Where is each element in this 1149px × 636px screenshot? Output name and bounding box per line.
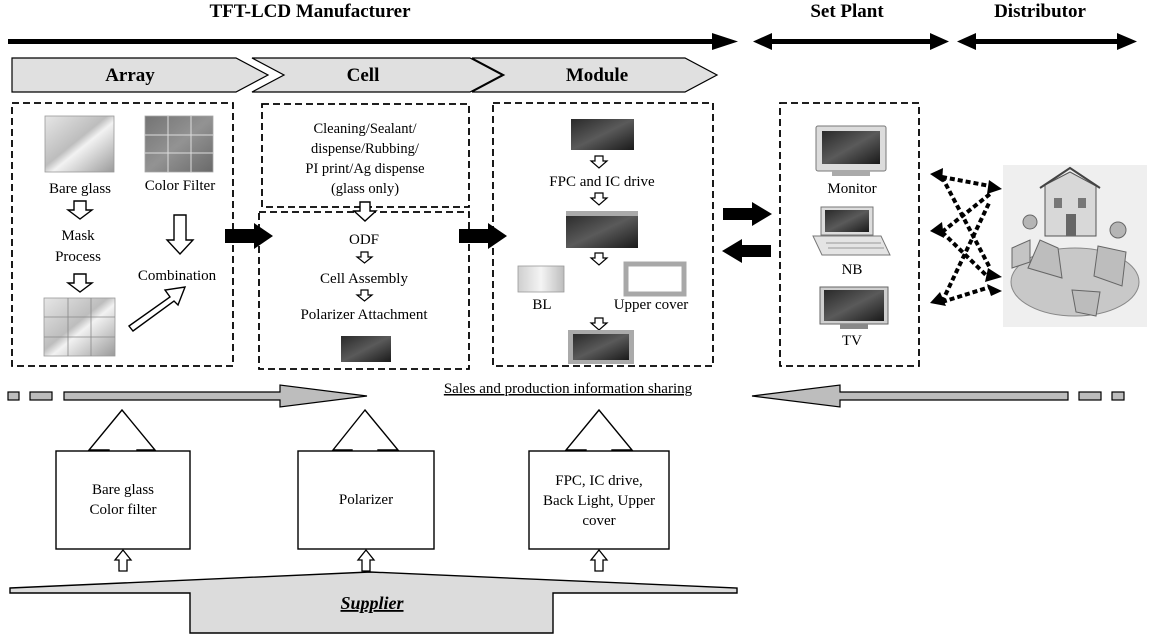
stage-module-chevron [471,57,719,93]
distributor-timeline-arrow [957,33,1137,50]
combination-label: Combination [138,268,217,284]
polarizer-attachment-label: Polarizer Attachment [300,307,428,323]
supplier-parts-line-1: FPC, IC drive, [555,473,643,489]
header-distributor: Distributor [994,1,1086,22]
tv-icon [819,286,889,329]
module-fpc-panel-image [566,211,638,248]
cell-assembly-label: Cell Assembly [320,271,408,287]
info-sharing-right-arrow [751,384,1069,408]
stage-array-label: Array [105,65,155,86]
right-arrow-icon [459,223,507,249]
header-manufacturer: TFT-LCD Manufacturer [209,1,411,22]
info-sharing-left-dashes [7,391,53,401]
finished-module-image [568,330,634,364]
stage-cell-label: Cell [347,65,380,86]
distribution-arrowheads [930,168,1002,306]
supplier-box-glass [55,450,191,550]
up-arrow-icon [356,548,376,572]
notebook-icon [812,206,891,256]
distributor-city-image [1003,165,1147,327]
up-arrow-icon [331,408,400,453]
backlight-image [517,265,565,293]
right-arrow-icon [225,223,273,249]
down-arrow-icon [355,289,374,302]
down-arrow-icon [589,192,609,206]
upper-cover-label: Upper cover [614,297,689,313]
supplier-box-module-parts [528,450,670,550]
set-plant-box [779,102,920,367]
cell-preprocess-line-1: Cleaning/Sealant/ [313,121,417,137]
fpc-ic-label: FPC and IC drive [549,174,655,190]
supplier-polarizer-line-1: Polarizer [339,492,393,508]
stage-module-label: Module [566,65,628,86]
supplier-glass-line-2: Color filter [89,502,156,518]
info-sharing-right-dashes [1078,391,1125,401]
down-arrow-icon [589,317,609,331]
diagonal-arrow-icon [127,286,187,332]
monitor-label: Monitor [827,181,876,197]
up-arrow-icon [564,408,634,453]
cell-preprocess-line-3: PI print/Ag dispense [305,161,424,177]
supplier-parts-line-2: Back Light, Upper [543,493,655,509]
supplier-parts-line-3: cover [582,513,615,529]
module-panel-image [571,119,634,150]
tv-label: TV [842,333,862,349]
supplier-box-polarizer [297,450,435,550]
bare-glass-label: Bare glass [49,181,111,197]
process-label: Process [55,249,101,265]
mask-label: Mask [61,228,95,244]
header-set-plant: Set Plant [810,1,884,22]
mask-glass-image [43,297,116,357]
color-filter-label: Color Filter [145,178,215,194]
manufacturer-timeline-arrow [8,33,738,50]
right-arrow-icon [723,202,772,226]
down-arrow-icon [355,251,374,264]
upper-cover-image [623,261,687,297]
color-filter-image [144,115,214,173]
bare-glass-image [44,115,115,173]
info-sharing-left-arrow [63,384,368,408]
supplier-glass-line-1: Bare glass [92,482,154,498]
set-plant-timeline-arrow [753,33,949,50]
stage-cell-chevron [251,57,504,93]
cell-panel-image [341,336,391,362]
info-sharing-label: Sales and production information sharing [444,381,693,397]
supplier-base-label: Supplier [340,593,404,613]
up-arrow-icon [87,408,157,453]
bl-label: BL [532,297,551,313]
monitor-icon [815,125,887,176]
nb-label: NB [842,262,863,278]
stage-array-chevron [11,57,270,93]
down-arrow-icon [589,252,609,266]
odf-label: ODF [349,232,379,248]
module-box [492,102,714,367]
down-arrow-icon [589,155,609,169]
down-arrow-icon [65,200,95,220]
left-arrow-icon [722,239,771,263]
cell-preprocess-line-4: (glass only) [331,181,399,197]
down-arrow-icon [352,201,378,222]
down-arrow-icon [165,214,195,256]
up-arrow-icon [113,548,133,572]
distribution-arrows [940,175,992,304]
up-arrow-icon [589,548,609,572]
supplier-base-shape [9,571,738,634]
down-arrow-icon [65,273,95,293]
cell-preprocess-line-2: dispense/Rubbing/ [311,141,420,157]
